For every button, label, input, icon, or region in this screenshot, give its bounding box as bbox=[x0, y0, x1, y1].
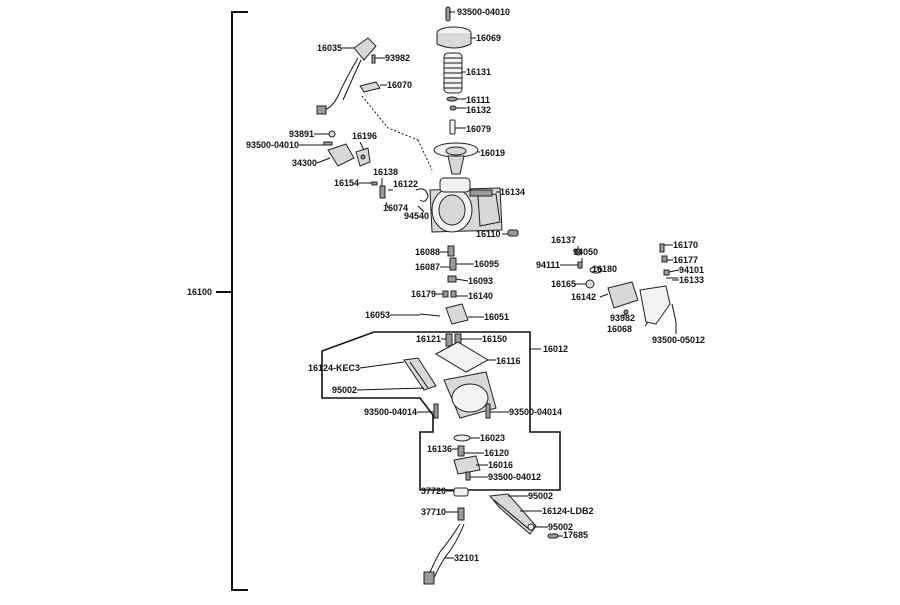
part-label-16111: 16111 bbox=[466, 95, 490, 105]
part-label-16074: 16074 bbox=[383, 203, 408, 213]
part-label-16068: 16068 bbox=[607, 324, 632, 334]
part-label-95002: 95002 bbox=[332, 385, 357, 395]
part-label-37720: 37720 bbox=[421, 486, 446, 496]
jets-and-screws bbox=[419, 245, 469, 325]
throttle-parts bbox=[316, 37, 433, 171]
part-label-16150: 16150 bbox=[482, 334, 507, 344]
part-label-34300: 34300 bbox=[292, 158, 317, 168]
leader-lines bbox=[299, 11, 680, 559]
part-label-16137: 16137 bbox=[551, 235, 576, 245]
part-label-16177: 16177 bbox=[673, 255, 698, 265]
part-label-32101: 32101 bbox=[454, 553, 479, 563]
carburetor-body bbox=[371, 177, 519, 237]
leader-line bbox=[316, 157, 331, 164]
part-label-16069: 16069 bbox=[476, 33, 501, 43]
part-label-94111: 94111 bbox=[536, 260, 560, 270]
part-label-16035: 16035 bbox=[317, 43, 342, 53]
group-label: 16012 bbox=[543, 344, 568, 354]
part-label-16140: 16140 bbox=[468, 291, 493, 301]
part-label-16154: 16154 bbox=[334, 178, 359, 188]
part-label-16132: 16132 bbox=[466, 105, 491, 115]
leader-line bbox=[668, 269, 680, 273]
part-label-16087: 16087 bbox=[415, 262, 440, 272]
part-label-16051: 16051 bbox=[484, 312, 509, 322]
part-label-16116: 16116 bbox=[496, 356, 521, 366]
part-label-16165: 16165 bbox=[551, 279, 576, 289]
leader-line bbox=[356, 387, 425, 391]
part-label-16070: 16070 bbox=[387, 80, 412, 90]
part-label-95002: 95002 bbox=[528, 491, 553, 501]
part-label-93500-04010: 93500-04010 bbox=[246, 140, 299, 150]
part-label-37710: 37710 bbox=[421, 507, 446, 517]
part-label-93500-04014: 93500-04014 bbox=[509, 407, 562, 417]
leader-line bbox=[644, 321, 649, 327]
part-label-93500-04014: 93500-04014 bbox=[364, 407, 417, 417]
part-label-93500-04010: 93500-04010 bbox=[457, 7, 510, 17]
part-label-16133: 16133 bbox=[679, 275, 704, 285]
part-label-17685: 17685 bbox=[563, 530, 588, 540]
part-label-16019: 16019 bbox=[480, 148, 505, 158]
lower-parts bbox=[423, 487, 559, 585]
main-assembly-bracket bbox=[216, 11, 248, 591]
leader-line bbox=[621, 313, 627, 317]
part-label-16093: 16093 bbox=[468, 276, 493, 286]
part-label-94101: 94101 bbox=[679, 265, 704, 275]
part-label-16131: 16131 bbox=[466, 67, 491, 77]
top-stack-parts bbox=[433, 6, 479, 175]
part-label-16179: 16179 bbox=[411, 289, 436, 299]
part-label-16053: 16053 bbox=[365, 310, 390, 320]
part-label-93891: 93891 bbox=[289, 129, 314, 139]
part-label-16170: 16170 bbox=[673, 240, 698, 250]
part-label-16023: 16023 bbox=[480, 433, 505, 443]
part-label-93982: 93982 bbox=[610, 313, 635, 323]
leader-line bbox=[359, 141, 365, 151]
part-label-16095: 16095 bbox=[474, 259, 499, 269]
part-label-94540: 94540 bbox=[404, 211, 429, 221]
part-label-16136: 16136 bbox=[427, 444, 452, 454]
part-label-16122: 16122 bbox=[393, 179, 418, 189]
part-label-16016: 16016 bbox=[488, 460, 513, 470]
part-label-16138: 16138 bbox=[373, 167, 398, 177]
part-label-16124-kec3: 16124-KEC3 bbox=[308, 363, 360, 373]
leader-line bbox=[359, 361, 405, 369]
leader-line bbox=[455, 278, 469, 282]
part-label-16088: 16088 bbox=[415, 247, 440, 257]
part-label-93500-05012: 93500-05012 bbox=[652, 335, 705, 345]
part-label-16079: 16079 bbox=[466, 124, 491, 134]
part-label-16121: 16121 bbox=[416, 334, 441, 344]
leader-line bbox=[417, 205, 425, 213]
part-label-94050: 94050 bbox=[573, 247, 598, 257]
part-label-16196: 16196 bbox=[352, 131, 377, 141]
leader-line bbox=[599, 293, 609, 298]
part-label-93982: 93982 bbox=[385, 53, 410, 63]
leader-line bbox=[385, 201, 389, 209]
main-assembly-label: 16100 bbox=[187, 287, 212, 297]
group-outline bbox=[321, 331, 561, 491]
part-label-93500-04012: 93500-04012 bbox=[488, 472, 541, 482]
float-bowl-parts bbox=[403, 333, 497, 481]
part-label-16120: 16120 bbox=[484, 448, 509, 458]
part-label-16124-ldb2: 16124-LDB2 bbox=[542, 506, 594, 516]
part-label-16110: 16110 bbox=[476, 229, 501, 239]
part-label-16134: 16134 bbox=[500, 187, 525, 197]
part-label-16180: 16180 bbox=[592, 264, 617, 274]
part-label-95002: 95002 bbox=[548, 522, 573, 532]
part-label-16142: 16142 bbox=[571, 292, 596, 302]
right-side-parts bbox=[574, 243, 678, 325]
